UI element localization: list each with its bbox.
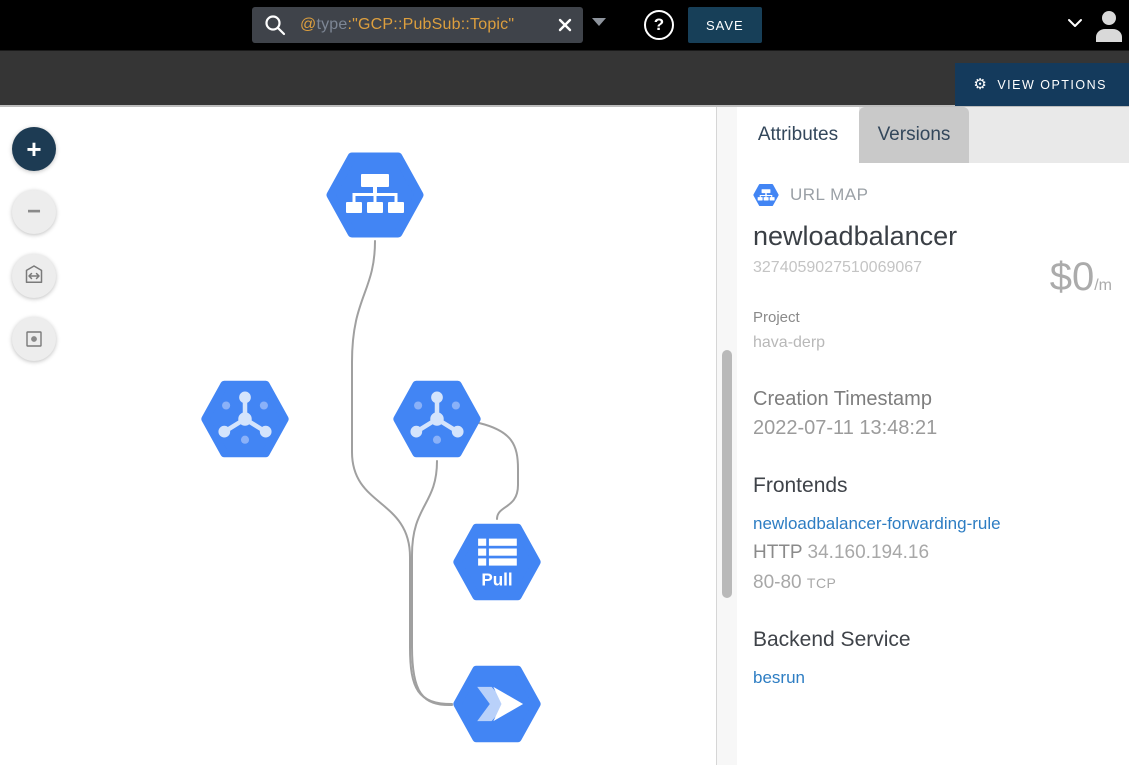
frontends-heading: Frontends: [753, 474, 848, 497]
center-view-button[interactable]: [12, 317, 56, 361]
main-area: Pull + −: [0, 107, 1129, 765]
help-button[interactable]: ?: [644, 10, 674, 40]
price-badge: $0/m: [1050, 255, 1112, 300]
url-map-icon: [753, 183, 779, 207]
search-dropdown-icon[interactable]: [592, 18, 606, 26]
panel-tab-bar: Attributes Versions: [737, 107, 1129, 163]
plus-icon: +: [26, 134, 42, 164]
center-view-icon: [26, 331, 42, 347]
fit-view-icon: [25, 265, 43, 283]
view-options-label: VIEW OPTIONS: [997, 77, 1107, 92]
frontend-ports-protocol: TCP: [806, 575, 837, 591]
resource-id: 3274059027510069067: [753, 259, 923, 276]
frontend-protocol: HTTP: [753, 542, 803, 563]
edge-urlmap-to-cloudrun: [351, 240, 453, 705]
frontend-ports: 80-80: [753, 572, 802, 593]
scrollbar-thumb[interactable]: [722, 350, 732, 598]
gear-icon: ⚙: [973, 76, 989, 93]
resource-name: newloadbalancer: [753, 221, 958, 251]
subscription-rows-icon: [478, 538, 517, 566]
frontend-protocol-line: HTTP 34.160.194.16: [753, 542, 1111, 564]
tab-versions[interactable]: Versions: [859, 107, 969, 163]
node-pubsub-topic-right[interactable]: [392, 377, 482, 466]
price-unit: /m: [1094, 277, 1112, 294]
creation-timestamp-value: 2022-07-11 13:48:21: [753, 417, 938, 439]
view-options-button[interactable]: ⚙ VIEW OPTIONS: [955, 63, 1129, 106]
clear-search-icon[interactable]: [557, 17, 573, 33]
connection-edges: [351, 240, 519, 707]
frontend-link[interactable]: newloadbalancer-forwarding-rule: [753, 514, 1001, 533]
collapse-chevron-icon[interactable]: [1066, 16, 1084, 34]
edge-pubsub-to-cloudrun: [411, 460, 453, 707]
node-pubsub-subscription-pull[interactable]: Pull: [452, 520, 542, 609]
search-icon: [265, 15, 286, 36]
load-balancer-icon: [346, 174, 404, 213]
node-cloud-run[interactable]: [452, 662, 542, 751]
tab-attributes[interactable]: Attributes: [737, 107, 859, 163]
fit-view-button[interactable]: [12, 254, 56, 298]
search-query: @type:"GCP::PubSub::Topic": [300, 16, 515, 33]
top-bar: @type:"GCP::PubSub::Topic" ? SAVE: [0, 0, 1129, 50]
resource-type-label: URL MAP: [790, 185, 869, 204]
zoom-in-button[interactable]: +: [12, 127, 56, 171]
zoom-out-button[interactable]: −: [12, 190, 56, 234]
panel-scrollbar[interactable]: [717, 107, 737, 765]
minus-icon: −: [26, 198, 41, 225]
user-account-icon[interactable]: [1093, 8, 1125, 42]
backend-service-link[interactable]: besrun: [753, 668, 805, 687]
project-label: Project: [753, 309, 800, 326]
pull-label: Pull: [481, 570, 512, 589]
edge-pubsub-to-pull: [478, 422, 519, 520]
search-input[interactable]: @type:"GCP::PubSub::Topic": [252, 7, 583, 43]
project-value: hava-derp: [753, 334, 826, 351]
resource-type-row: URL MAP: [753, 183, 1111, 207]
cloud-run-icon: [477, 686, 524, 722]
backend-service-heading: Backend Service: [753, 628, 911, 651]
save-button[interactable]: SAVE: [688, 7, 762, 43]
creation-timestamp-label: Creation Timestamp: [753, 388, 932, 410]
diagram-canvas[interactable]: Pull + −: [0, 107, 717, 765]
panel-body: URL MAP newloadbalancer 3274059027510069…: [737, 163, 1129, 688]
pubsub-topic-icon: [410, 391, 464, 444]
node-url-map[interactable]: [325, 149, 425, 246]
price-amount: $0: [1049, 255, 1095, 299]
frontend-ip: 34.160.194.16: [807, 542, 930, 563]
question-mark-icon: ?: [653, 15, 665, 34]
pubsub-topic-icon: [218, 391, 272, 444]
frontend-ports-line: 80-80 TCP: [753, 572, 1111, 594]
view-bar: ⚙ VIEW OPTIONS: [0, 50, 1129, 107]
attributes-panel: Attributes Versions: [737, 107, 1129, 765]
node-pubsub-topic-left[interactable]: [200, 377, 290, 466]
